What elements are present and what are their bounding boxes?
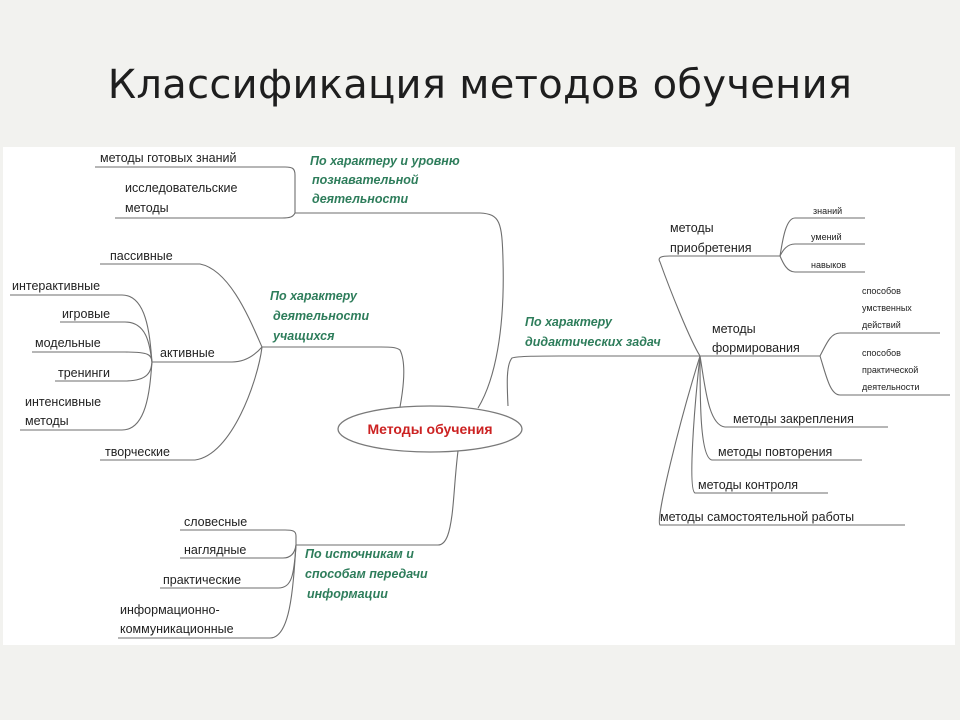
leaf-info-communication: информационно- коммуникационные bbox=[120, 603, 234, 636]
leaf-intensive: интенсивные методы bbox=[25, 395, 105, 428]
branch-activity: По характеру деятельности учащихся пасси… bbox=[10, 249, 405, 461]
leaf-verbal: словесные bbox=[184, 515, 247, 529]
leaf-interactive: интерактивные bbox=[12, 279, 100, 293]
leaf-form-mental: способов умственных действий bbox=[862, 286, 914, 330]
mind-map: Методы обучения По характеру и уровню по… bbox=[10, 151, 950, 639]
center-node: Методы обучения bbox=[337, 405, 523, 453]
leaf-training: тренинги bbox=[58, 366, 110, 380]
category-tasks: По характеру дидактических задач bbox=[525, 315, 661, 349]
leaf-acquire: методы приобретения bbox=[670, 221, 752, 255]
leaf-acquire-habits: навыков bbox=[811, 260, 846, 270]
leaf-model: модельные bbox=[35, 336, 101, 350]
diagram-panel: Методы обучения По характеру и уровню по… bbox=[3, 147, 955, 645]
leaf-practical: практические bbox=[163, 573, 241, 587]
leaf-form-practical: способов практической деятельности bbox=[862, 348, 921, 392]
branch-sources: По источникам и способам передачи информ… bbox=[118, 450, 459, 639]
leaf-repetition: методы повторения bbox=[718, 445, 832, 459]
category-activity: По характеру деятельности учащихся bbox=[270, 289, 373, 343]
category-sources: По источникам и способам передачи информ… bbox=[305, 547, 431, 601]
leaf-visual: наглядные bbox=[184, 543, 246, 557]
leaf-acquire-knowledge: знаний bbox=[813, 206, 842, 216]
leaf-research-methods: исследовательские методы bbox=[125, 181, 241, 215]
leaf-active: активные bbox=[160, 346, 215, 360]
slide-title: Классификация методов обучения bbox=[107, 62, 853, 108]
branch-knowledge: По характеру и уровню познавательной дея… bbox=[95, 151, 504, 409]
leaf-passive: пассивные bbox=[110, 249, 173, 263]
branch-tasks: По характеру дидактических задач методы … bbox=[506, 206, 950, 526]
leaf-independent: методы самостоятельной работы bbox=[660, 510, 854, 524]
category-knowledge: По характеру и уровню познавательной дея… bbox=[310, 154, 463, 206]
leaf-creative: творческие bbox=[105, 445, 170, 459]
leaf-consolidation: методы закрепления bbox=[733, 412, 854, 426]
leaf-game: игровые bbox=[62, 307, 110, 321]
leaf-acquire-skills: умений bbox=[811, 232, 842, 242]
leaf-ready-knowledge: методы готовых знаний bbox=[100, 151, 236, 165]
center-label: Методы обучения bbox=[368, 421, 493, 437]
leaf-control: методы контроля bbox=[698, 478, 798, 492]
leaf-form: методы формирования bbox=[712, 322, 800, 355]
